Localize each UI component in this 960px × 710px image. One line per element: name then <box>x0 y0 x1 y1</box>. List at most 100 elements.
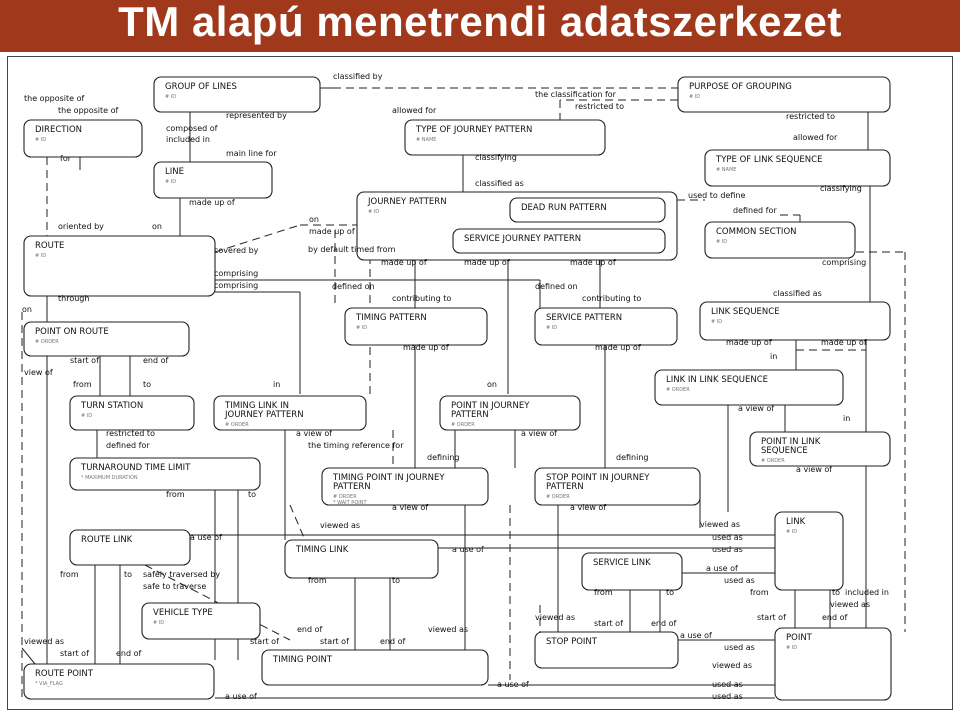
entity-attribute: * VIA_FLAG <box>35 681 63 687</box>
entity-attribute: # ORDER <box>333 494 357 500</box>
rel-label-made-up-of: made up of <box>821 338 867 347</box>
rel-label-to: to <box>248 490 256 499</box>
rel-label-made-up-of: made up of <box>595 343 641 352</box>
entity-group-of-lines: GROUP OF LINES# ID <box>153 76 321 113</box>
rel-label-from: from <box>73 380 92 389</box>
rel-label-in: in <box>843 414 850 423</box>
entity-attribute: # ID <box>165 179 176 185</box>
rel-label-start-of: start of <box>60 649 89 658</box>
entity-name: ROUTE POINT <box>35 669 94 679</box>
entity-box <box>774 627 892 701</box>
rel-label-safe-to-traverse: safe to traverse <box>143 582 206 591</box>
entity-name: SEQUENCE <box>761 446 808 456</box>
entity-box <box>534 631 679 669</box>
entity-name: TYPE OF LINK SEQUENCE <box>715 155 822 165</box>
entity-box <box>23 663 215 700</box>
entity-attribute: # ORDER <box>225 422 249 428</box>
rel-label-the-opposite-of: the opposite of <box>58 106 119 115</box>
entity-attribute: # NAME <box>716 167 736 173</box>
entity-name: POINT ON ROUTE <box>35 327 109 337</box>
rel-label-covered-by: covered by <box>214 246 259 255</box>
rel-label-safely-traversed-by: safely traversed by <box>143 570 220 579</box>
rel-label-end-of: end of <box>822 613 848 622</box>
rel-label-by-default-timed-from: by default timed from <box>308 245 396 254</box>
entity-name: ROUTE <box>35 241 64 251</box>
rel-label-to: to <box>143 380 151 389</box>
rel-label-allowed-for: allowed for <box>793 133 838 142</box>
rel-label-defining: defining <box>427 453 459 462</box>
entity-name: ROUTE LINK <box>81 535 133 545</box>
entity-attribute: # ID <box>711 319 722 325</box>
rel-label-from: from <box>750 588 769 597</box>
rel-label-viewed-as: viewed as <box>320 521 360 530</box>
rel-label-a-use-of: a use of <box>680 631 712 640</box>
entity-name: TIMING LINK <box>295 545 349 555</box>
entity-box <box>704 221 856 259</box>
entity-box <box>141 602 261 640</box>
entity-name: PATTERN <box>546 482 584 492</box>
rel-label-end-of: end of <box>651 619 677 628</box>
entity-name: POINT IN JOURNEY <box>451 401 530 411</box>
entity-attribute: # ORDER <box>546 494 570 500</box>
entity-box <box>344 307 488 346</box>
entity-box <box>654 369 844 406</box>
rel-label-included-in: included in <box>166 135 210 144</box>
entity-box <box>23 235 216 297</box>
entity-attribute: # ORDER <box>666 387 690 393</box>
entity-box <box>153 161 273 199</box>
rel-label-from: from <box>166 490 185 499</box>
rel-label-represented-by: represented by <box>226 111 287 120</box>
rel-label-to: to <box>124 570 132 579</box>
entity-attribute: # ID <box>35 137 46 143</box>
rel-label-a-use-of: a use of <box>706 564 738 573</box>
rel-label-classified-by: classified by <box>333 72 383 81</box>
rel-label-made-up-of: made up of <box>464 258 510 267</box>
entity-service-pattern: SERVICE PATTERN# ID <box>534 307 678 346</box>
rel-label-for: for <box>60 154 72 163</box>
rel-label-classified-as: classified as <box>773 289 822 298</box>
rel-label-end-of: end of <box>297 625 323 634</box>
rel-label-end-of: end of <box>380 637 406 646</box>
rel-label-used-to-define: used to define <box>688 191 745 200</box>
rel-label-viewed-as: viewed as <box>428 625 468 634</box>
entity-name: DEAD RUN PATTERN <box>521 203 607 213</box>
entity-box <box>439 395 581 431</box>
rel-label-in: in <box>273 380 280 389</box>
rel-label-viewed-as: viewed as <box>830 600 870 609</box>
entity-point-on-route: POINT ON ROUTE# ORDER <box>23 321 190 357</box>
rel-label-a-view-of: a view of <box>796 465 832 474</box>
rel-label-view-of: view of <box>24 368 53 377</box>
rel-label-a-view-of: a view of <box>738 404 774 413</box>
entity-turn-station: TURN STATION# ID <box>69 395 195 431</box>
entity-route-point: ROUTE POINT * VIA_FLAG <box>23 663 215 700</box>
rel-label-start-of: start of <box>594 619 623 628</box>
entity-vehicle-type: VEHICLE TYPE# ID <box>141 602 261 640</box>
entity-box <box>509 197 666 223</box>
entity-timing-link: TIMING LINK <box>284 539 439 579</box>
rel-label-made-up-of: made up of <box>309 227 355 236</box>
entity-link-in-link-sequence: LINK IN LINK SEQUENCE# ORDER <box>654 369 844 406</box>
rel-label-a-view-of: a view of <box>296 429 332 438</box>
rel-label-defined-on: defined on <box>535 282 578 291</box>
entity-box <box>284 539 439 579</box>
entity-box <box>699 301 891 341</box>
entity-route: ROUTE# ID <box>23 235 216 297</box>
entity-route-link: ROUTE LINK <box>69 529 191 566</box>
rel-label-composed-of: composed of <box>166 124 218 133</box>
entity-direction: DIRECTION# ID <box>23 119 143 158</box>
rel-label-from: from <box>60 570 79 579</box>
entity-attribute: # ID <box>368 209 379 215</box>
entity-box <box>261 649 489 686</box>
entity-box <box>774 511 844 591</box>
entity-attribute: # ID <box>81 413 92 419</box>
entity-attribute: * MAXIMUM DURATION <box>81 475 138 481</box>
entity-box <box>69 529 191 566</box>
entity-turnaround-time-limit: TURNAROUND TIME LIMIT* MAXIMUM DURATION <box>69 457 261 491</box>
entity-name: VEHICLE TYPE <box>153 608 213 618</box>
entity-stop-point: STOP POINT <box>534 631 679 669</box>
